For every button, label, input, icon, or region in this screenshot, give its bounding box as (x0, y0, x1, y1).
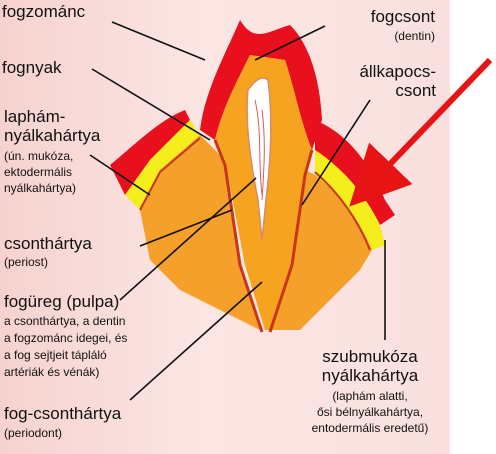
label-fogcsont-sub: (dentin) (335, 30, 435, 44)
label-fogureg-sub-0: a csonthártya, a dentin (4, 315, 125, 329)
label-fogureg-sub-1: a fogzománc idegei, és (4, 332, 127, 346)
label-szubmukoza-sub-1: ősi bélnyálkahártya, (295, 406, 445, 420)
label-lapham-sub-0: (ún. mukóza, (4, 150, 73, 164)
label-lapham-sub-1: ektodermális (4, 166, 72, 180)
label-szubmukoza-2: nyálkahártya (295, 367, 445, 385)
label-fogcsont: fogcsont (335, 8, 435, 26)
label-fogzomanc: fogzománc (2, 3, 85, 21)
label-szubmukoza-sub-0: (laphám alatti, (295, 390, 445, 404)
label-fogureg-sub-2: a fog sejtjeit tápláló (4, 349, 107, 363)
label-fogureg-sub-3: artériák és vénák) (4, 366, 99, 380)
label-allkapocs-2: csont (320, 82, 436, 100)
label-lapham-2: nyálkahártya (4, 127, 100, 145)
label-csonthartya-sub: (periost) (4, 256, 48, 270)
label-szubmukoza-sub-2: entodermális eredetű) (295, 422, 445, 436)
label-fog-csonthartya-sub: (periodont) (4, 427, 62, 441)
label-allkapocs-1: állkapocs- (320, 63, 436, 81)
label-lapham-1: laphám- (4, 108, 65, 126)
label-fogureg: fogüreg (pulpa) (4, 293, 119, 311)
label-lapham-sub-2: nyálkahártya) (4, 182, 76, 196)
label-csonthartya: csonthártya (4, 235, 92, 253)
label-fog-csonthartya: fog-csonthártya (4, 405, 121, 423)
label-szubmukoza-1: szubmukóza (295, 348, 445, 366)
label-fognyak: fognyak (2, 59, 62, 77)
